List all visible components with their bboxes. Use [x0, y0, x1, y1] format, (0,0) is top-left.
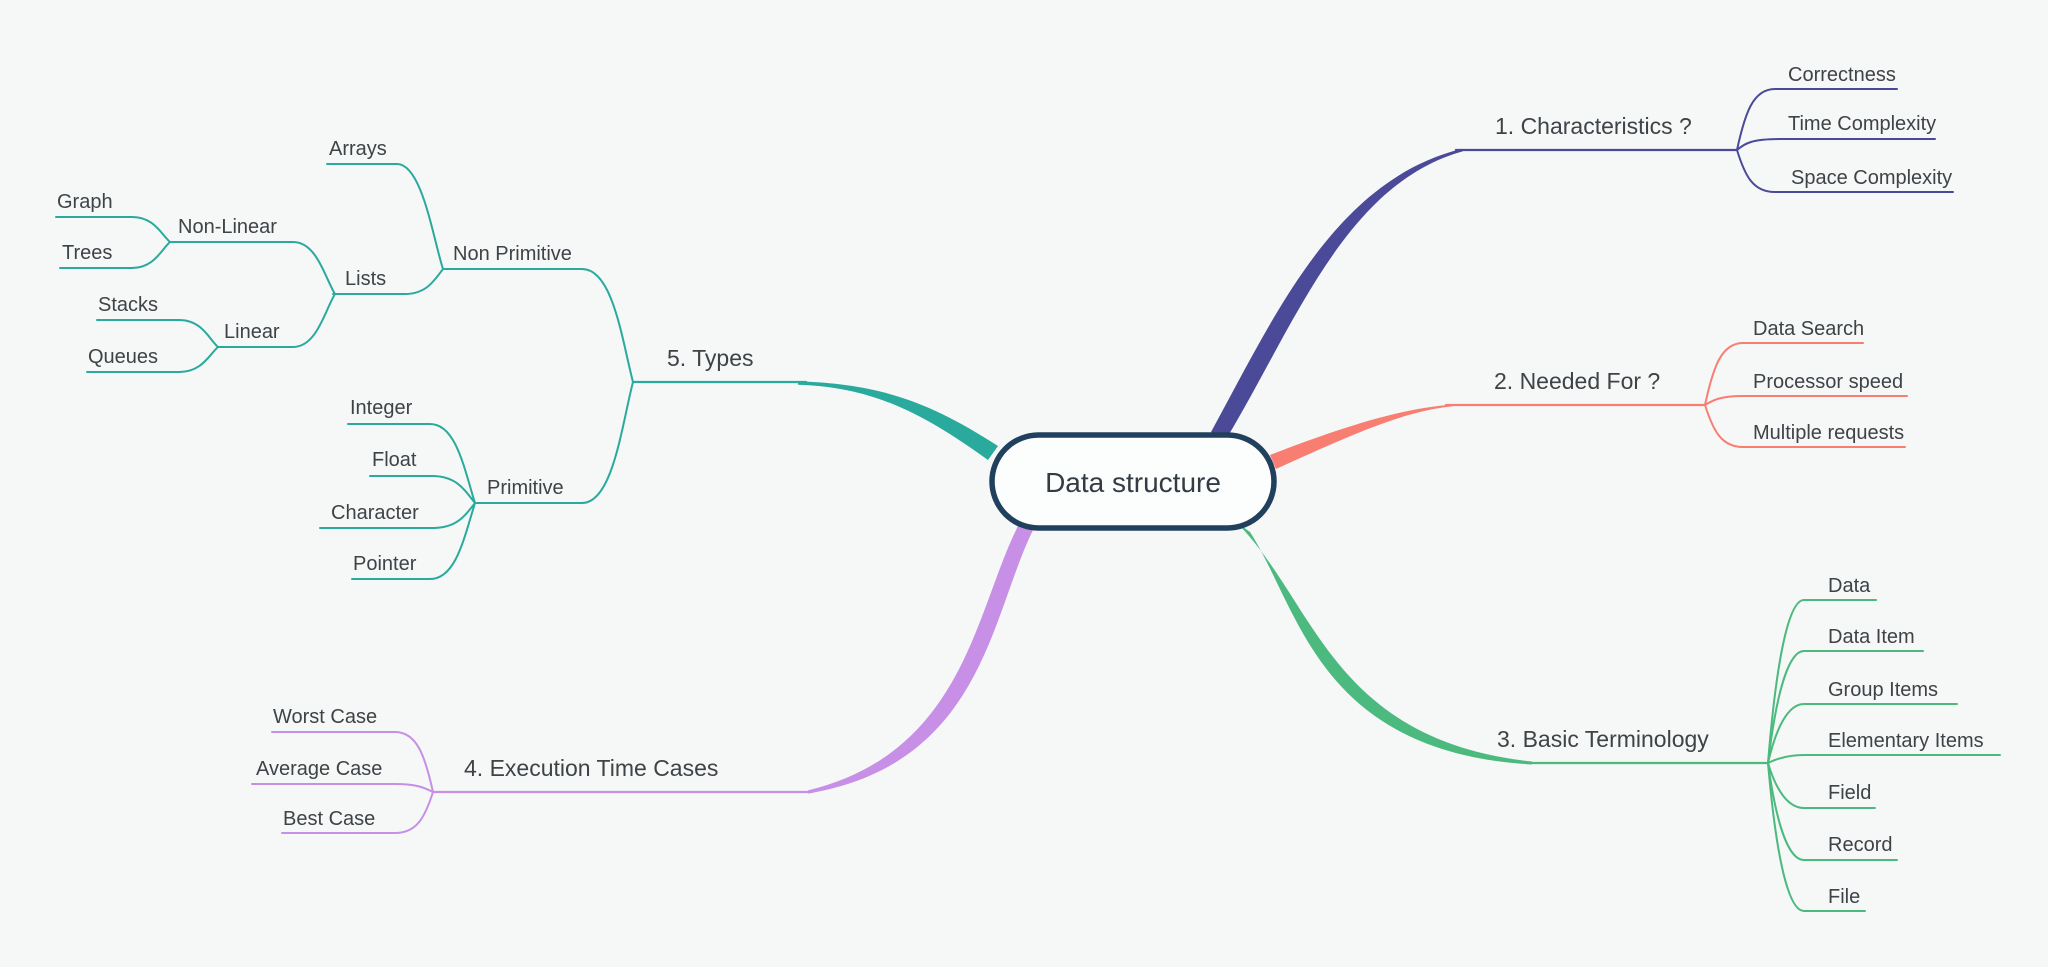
link-stacks — [96, 319, 219, 348]
link-elementary-items — [1767, 754, 2001, 764]
link-character — [319, 502, 476, 529]
node-trees[interactable]: Trees — [62, 242, 112, 264]
node-time-complexity[interactable]: Time Complexity — [1788, 113, 1936, 135]
node-space-complexity[interactable]: Space Complexity — [1791, 167, 1952, 189]
node-execution-time-cases[interactable]: 4. Execution Time Cases — [464, 755, 718, 781]
node-non-primitive[interactable]: Non Primitive — [453, 243, 572, 265]
link-processor-speed — [1704, 395, 1908, 406]
branch-needed-for-trunk — [1270, 404, 1452, 469]
branch-needed-for: 2. Needed For ? Data Search Processor sp… — [1270, 318, 1908, 469]
node-correctness[interactable]: Correctness — [1788, 64, 1896, 86]
link-lists — [332, 268, 444, 295]
node-average-case[interactable]: Average Case — [256, 758, 382, 780]
node-non-linear[interactable]: Non-Linear — [178, 216, 277, 238]
node-linear[interactable]: Linear — [224, 321, 280, 343]
node-data-item[interactable]: Data Item — [1828, 626, 1915, 648]
node-characteristics[interactable]: 1. Characteristics ? — [1495, 113, 1692, 139]
node-basic-terminology[interactable]: 3. Basic Terminology — [1497, 726, 1709, 752]
node-stacks[interactable]: Stacks — [98, 294, 158, 316]
link-integer — [347, 423, 476, 504]
link-non-linear — [169, 241, 336, 295]
node-float[interactable]: Float — [372, 449, 417, 471]
branch-types-trunk — [798, 381, 998, 460]
node-character[interactable]: Character — [331, 502, 419, 524]
node-elementary-items[interactable]: Elementary Items — [1828, 730, 1984, 752]
node-record[interactable]: Record — [1828, 834, 1892, 856]
root-node-label[interactable]: Data structure — [1045, 467, 1221, 498]
link-average-case — [251, 783, 434, 793]
link-queues — [86, 346, 219, 373]
branch-characteristics: 1. Characteristics ? Correctness Time Co… — [1211, 64, 1954, 442]
node-graph[interactable]: Graph — [57, 191, 113, 213]
link-data — [1767, 599, 1877, 764]
link-space-complexity — [1736, 149, 1954, 193]
branch-types: 5. Types Non Primitive Primitive Arrays … — [55, 138, 998, 580]
node-queues[interactable]: Queues — [88, 346, 158, 368]
link-best-case — [281, 791, 434, 834]
branch-execution-time-cases: 4. Execution Time Cases Worst Case Avera… — [251, 524, 1033, 834]
link-file — [1767, 762, 1866, 912]
link-worst-case — [271, 731, 434, 793]
node-needed-for[interactable]: 2. Needed For ? — [1494, 368, 1660, 394]
branch-characteristics-trunk — [1211, 148, 1463, 442]
link-primitive — [474, 381, 634, 504]
link-trees — [59, 241, 171, 269]
link-data-item — [1767, 650, 1924, 764]
link-time-complexity — [1736, 138, 1936, 151]
node-pointer[interactable]: Pointer — [353, 553, 417, 575]
link-multiple-requests — [1704, 404, 1906, 448]
node-integer[interactable]: Integer — [350, 397, 413, 419]
node-data[interactable]: Data — [1828, 575, 1871, 597]
link-non-primitive — [442, 268, 634, 383]
root-node[interactable]: Data structure — [989, 432, 1277, 531]
link-graph — [55, 216, 171, 243]
node-file[interactable]: File — [1828, 886, 1860, 908]
link-float — [369, 475, 476, 504]
branch-basic-terminology: 3. Basic Terminology Data Data Item Grou… — [1236, 522, 2001, 912]
node-processor-speed[interactable]: Processor speed — [1753, 371, 1903, 393]
link-record — [1767, 762, 1898, 861]
branch-execution-time-cases-trunk — [808, 524, 1033, 794]
root-node-pill[interactable] — [989, 432, 1277, 531]
node-best-case[interactable]: Best Case — [283, 808, 375, 830]
node-data-search[interactable]: Data Search — [1753, 318, 1864, 340]
link-arrays — [326, 163, 444, 270]
node-multiple-requests[interactable]: Multiple requests — [1753, 422, 1904, 444]
link-data-search — [1704, 342, 1864, 406]
node-worst-case[interactable]: Worst Case — [273, 706, 377, 728]
link-group-items — [1767, 703, 1958, 764]
node-field[interactable]: Field — [1828, 782, 1871, 804]
link-linear — [217, 293, 336, 348]
node-lists[interactable]: Lists — [345, 268, 386, 290]
node-arrays[interactable]: Arrays — [329, 138, 387, 160]
node-types[interactable]: 5. Types — [667, 345, 754, 371]
link-correctness — [1736, 88, 1898, 151]
link-pointer — [351, 502, 476, 580]
branch-basic-terminology-trunk — [1236, 522, 1532, 765]
link-field — [1767, 762, 1876, 809]
node-group-items[interactable]: Group Items — [1828, 679, 1938, 701]
node-primitive[interactable]: Primitive — [487, 477, 564, 499]
